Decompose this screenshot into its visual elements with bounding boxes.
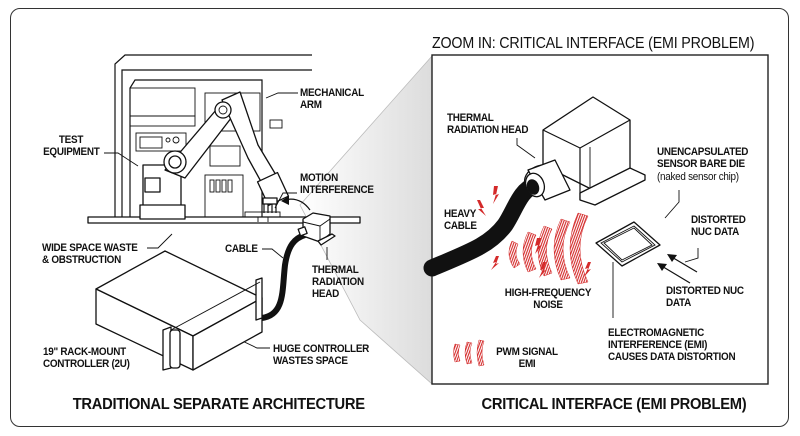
label-huge-controller: HUGE CONTROLLER WASTES SPACE (273, 343, 370, 367)
heavy-cable (423, 176, 544, 277)
label-naked-sensor-chip: (naked sensor chip) (657, 171, 739, 183)
label-thermal-radiation-head: THERMAL RADIATION HEAD (312, 264, 364, 300)
label-distorted-nuc-data-1: DISTORTED NUC DATA (691, 214, 746, 238)
label-unencapsulated-sensor: UNENCAPSULATED SENSOR BARE DIE (657, 146, 749, 170)
caption-critical-interface: CRITICAL INTERFACE (EMI PROBLEM) (481, 396, 747, 413)
label-distorted-nuc-data-2: DISTORTED NUC DATA (666, 285, 744, 309)
diagram-frame (10, 8, 789, 427)
test-equipment-cabinet (87, 54, 361, 224)
label-emi-causes-distortion: ELECTROMAGNETIC INTERFERENCE (EMI) CAUSE… (608, 327, 736, 363)
pwm-legend-icon (453, 339, 485, 367)
rack-mount-controller (95, 250, 263, 371)
sensor-bare-die (595, 221, 661, 267)
label-thermal-radiation-head-zoom: THERMAL RADIATION HEAD (447, 112, 529, 136)
mechanical-arm (139, 91, 290, 220)
label-wide-space-waste: WIDE SPACE WASTE & OBSTRUCTION (42, 242, 138, 266)
label-heavy-cable: HEAVY CABLE (444, 208, 477, 232)
label-pwm-signal-emi: PWM SIGNAL EMI (496, 346, 558, 370)
label-high-frequency-noise: HIGH-FREQUENCY NOISE (504, 287, 592, 311)
caption-traditional-architecture: TRADITIONAL SEPARATE ARCHITECTURE (72, 396, 365, 413)
label-cable: CABLE (225, 243, 258, 255)
zoom-title: ZOOM IN: CRITICAL INTERFACE (EMI PROBLEM… (432, 35, 755, 52)
large-thermal-head (523, 96, 646, 206)
small-cable (261, 232, 307, 321)
label-rack-mount-controller: 19" RACK-MOUNT CONTROLLER (2U) (43, 346, 130, 370)
lightning-icons (477, 186, 591, 278)
small-thermal-head (297, 212, 336, 246)
label-motion-interference: MOTION INTERFERENCE (300, 172, 374, 196)
label-test-equipment: TEST EQUIPMENT (43, 134, 100, 158)
right-leader-lines (516, 138, 699, 318)
emi-noise-arcs (508, 212, 589, 285)
label-mechanical-arm: MECHANICAL ARM (300, 87, 364, 111)
data-arrows (657, 254, 698, 284)
